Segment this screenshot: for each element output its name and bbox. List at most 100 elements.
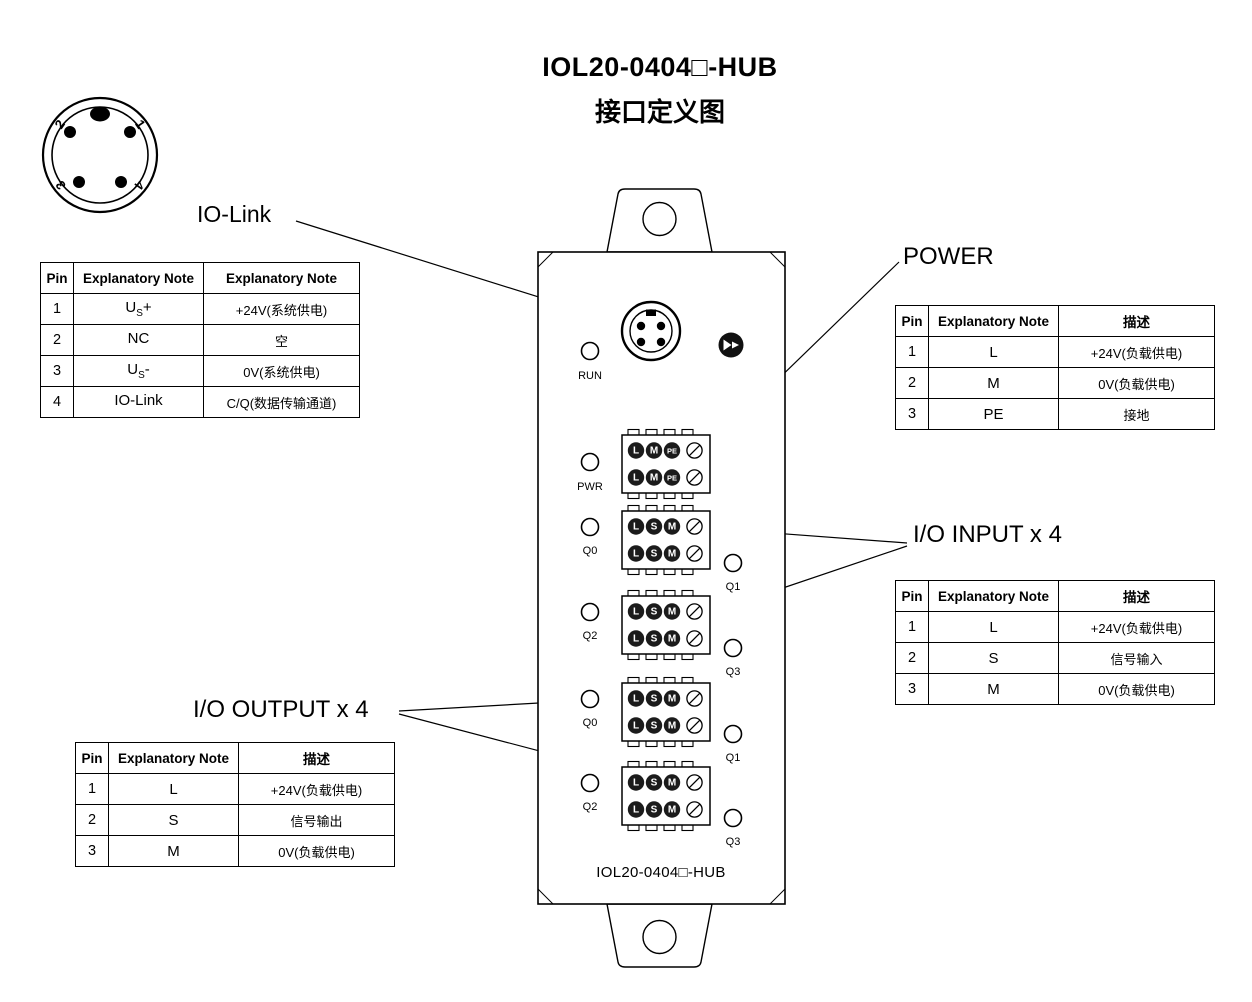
device-connector-pin bbox=[656, 337, 666, 347]
cell-name: L bbox=[108, 773, 239, 805]
cell-name: US- bbox=[73, 355, 204, 387]
input-q2-led bbox=[580, 602, 600, 622]
input-q1-led bbox=[723, 553, 743, 573]
terminal-pin-label: M bbox=[668, 694, 676, 705]
device-model-label: IOL20-0404□-HUB bbox=[596, 864, 725, 881]
cell-pin: 1 bbox=[895, 611, 929, 643]
table-row: 2 S 信号输入 bbox=[895, 642, 1215, 674]
m12-connector-detail: 1 2 3 4 bbox=[41, 96, 159, 214]
device-connector-pin bbox=[656, 321, 666, 331]
cell-desc: 0V(负载供电) bbox=[1058, 673, 1215, 705]
terminal-pin-dot bbox=[663, 603, 681, 620]
terminal-screw-slot bbox=[688, 632, 701, 645]
title-model: IOL20-0404□-HUB bbox=[542, 52, 778, 82]
terminal-pin-label: M bbox=[668, 549, 676, 560]
terminal-pin-label: M bbox=[668, 721, 676, 732]
terminal-pin-dot bbox=[627, 518, 645, 535]
diagram-title: IOL20-0404□-HUB 接口定义图 bbox=[380, 52, 940, 129]
terminal-screw-slot bbox=[688, 444, 701, 457]
cell-name: NC bbox=[73, 324, 204, 356]
cell-name-base: U bbox=[125, 299, 137, 316]
terminal-pin-label: L bbox=[633, 694, 639, 705]
cell-desc: 接地 bbox=[1058, 398, 1215, 430]
terminal-pin-dot bbox=[663, 774, 681, 791]
device-connector-key-notch bbox=[646, 309, 656, 316]
terminal-pin-label: S bbox=[651, 607, 658, 618]
cell-name: S bbox=[108, 804, 239, 836]
header-desc: Explanatory Note bbox=[203, 262, 360, 294]
terminal-pin-label: L bbox=[633, 634, 639, 645]
terminal-pin-label: M bbox=[650, 473, 658, 484]
input-q0-led-label: Q0 bbox=[583, 545, 598, 557]
device-connector-pin bbox=[636, 337, 646, 347]
connector-keyway bbox=[90, 106, 110, 122]
terminal-screw-slot bbox=[688, 776, 701, 789]
output-q1-led-label: Q1 bbox=[726, 752, 741, 764]
cell-desc: +24V(系统供电) bbox=[203, 293, 360, 325]
output-q1-led bbox=[723, 724, 743, 744]
terminal-pin-label: M bbox=[668, 778, 676, 789]
table-row: 3 M 0V(负载供电) bbox=[895, 673, 1215, 705]
terminal-pin-dot bbox=[645, 690, 663, 707]
terminal-pin-dot bbox=[645, 442, 663, 459]
terminal-pin-label: S bbox=[651, 634, 658, 645]
io-output-pin-table: Pin Explanatory Note 描述 1 L +24V(负载供电) 2… bbox=[75, 742, 395, 867]
input-q3-led bbox=[723, 638, 743, 658]
table-header-row: Pin Explanatory Note 描述 bbox=[75, 742, 395, 774]
table-row: 3 US- 0V(系统供电) bbox=[40, 355, 360, 387]
terminal-pin-label: PE bbox=[667, 474, 677, 483]
table-row: 1 L +24V(负载供电) bbox=[75, 773, 395, 805]
connector-pin-3 bbox=[73, 176, 85, 188]
cell-name-base: NC bbox=[127, 330, 150, 347]
terminal-pin-dot bbox=[645, 774, 663, 791]
connector-pin-4 bbox=[115, 176, 127, 188]
device-bottom-mounting-hole bbox=[642, 919, 677, 955]
table-row: 4 IO-Link C/Q(数据传输通道) bbox=[40, 386, 360, 418]
io-input-pin-table: Pin Explanatory Note 描述 1 L +24V(负载供电) 2… bbox=[895, 580, 1215, 705]
table-row: 1 L +24V(负载供电) bbox=[895, 336, 1215, 368]
table-row: 1 US+ +24V(系统供电) bbox=[40, 293, 360, 325]
cell-name-sub: S bbox=[136, 308, 143, 319]
terminal-pin-dot bbox=[663, 717, 681, 734]
input-q0-led bbox=[580, 517, 600, 537]
terminal-pin-dot bbox=[627, 690, 645, 707]
cell-desc: 信号输出 bbox=[238, 804, 395, 836]
header-desc: 描述 bbox=[238, 742, 395, 774]
terminal-screw-slot bbox=[688, 803, 701, 816]
output-q0-led-label: Q0 bbox=[583, 717, 598, 729]
cell-name: L bbox=[928, 336, 1059, 368]
table-row: 3 M 0V(负载供电) bbox=[75, 835, 395, 867]
terminal-pin-label: L bbox=[633, 721, 639, 732]
cell-name: IO-Link bbox=[73, 386, 204, 418]
cell-desc: 空 bbox=[203, 324, 360, 356]
terminal-pin-dot bbox=[663, 469, 681, 486]
table-row: 1 L +24V(负载供电) bbox=[895, 611, 1215, 643]
output-q3-led-label: Q3 bbox=[726, 836, 741, 848]
terminal-pin-dot bbox=[663, 518, 681, 535]
terminal-pin-dot bbox=[645, 518, 663, 535]
terminal-pin-dot bbox=[627, 603, 645, 620]
cell-name-suffix: - bbox=[144, 361, 150, 378]
terminal-pin-dot bbox=[645, 717, 663, 734]
status-leds: RUN PWR Q0 Q1 Q2 Q3 Q0 Q1 Q2 Q3 bbox=[577, 341, 743, 848]
cell-desc: +24V(负载供电) bbox=[238, 773, 395, 805]
cell-pin: 3 bbox=[895, 673, 929, 705]
pwr-led-label: PWR bbox=[577, 481, 603, 493]
terminal-pin-dot bbox=[645, 801, 663, 818]
header-note: Explanatory Note bbox=[108, 742, 239, 774]
output-q2-led bbox=[580, 773, 600, 793]
output-q2-led-label: Q2 bbox=[583, 801, 598, 813]
terminal-pin-label: L bbox=[633, 607, 639, 618]
terminal-pin-label: S bbox=[651, 522, 658, 533]
header-note: Explanatory Note bbox=[928, 580, 1059, 612]
cell-name: S bbox=[928, 642, 1059, 674]
terminal-pin-dot bbox=[627, 469, 645, 486]
input-q2-led-label: Q2 bbox=[583, 630, 598, 642]
terminal-pin-label: L bbox=[633, 805, 639, 816]
terminal-pin-label: M bbox=[668, 522, 676, 533]
terminal-pin-dot bbox=[645, 469, 663, 486]
terminal-pin-dot bbox=[627, 630, 645, 647]
